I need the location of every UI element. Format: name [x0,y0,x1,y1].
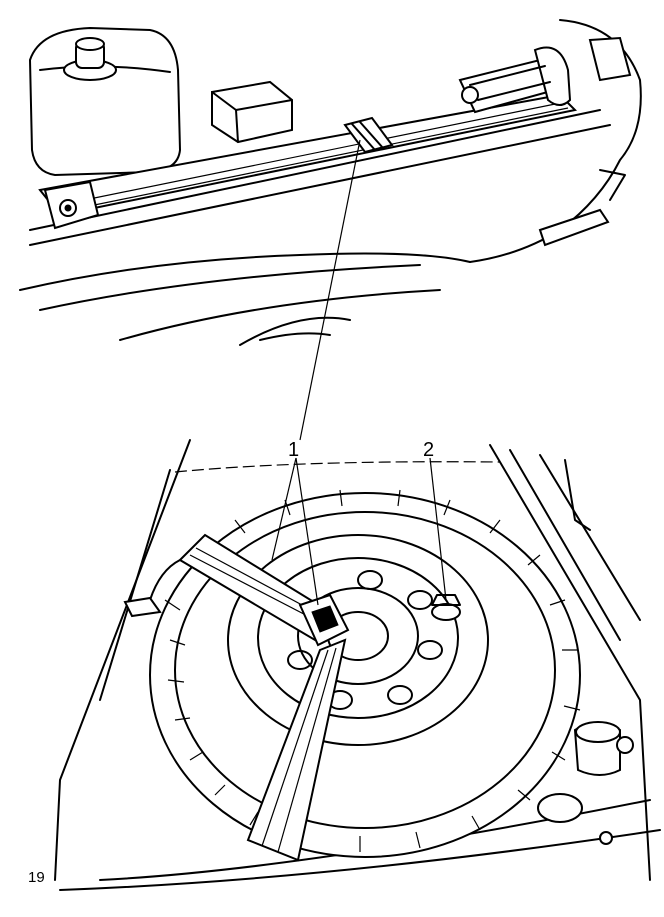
rail-beam [29,93,611,246]
leader-line-top [299,139,361,441]
callout-1: 1 [288,439,299,461]
floor-contours [19,252,471,346]
callout-leaders [271,457,447,606]
central-clamp [298,593,350,647]
lower-strap [246,638,347,862]
left-bracket [43,180,100,230]
callout-2: 2 [423,439,434,461]
tensioner-mechanism [458,46,572,114]
relay-box [211,80,293,144]
rail-clip [343,116,394,154]
rear-body-panel [469,19,642,263]
left-wall-clip [123,596,162,618]
fixing-bolt [431,594,461,621]
fluid-reservoir [28,26,182,177]
right-side-components [537,459,634,845]
figure-number: 19 [28,869,45,886]
wheel-rim [227,534,489,746]
trunk-well-outline [54,439,661,891]
upper-detail-view [19,19,642,346]
lower-detail-view [54,439,661,891]
